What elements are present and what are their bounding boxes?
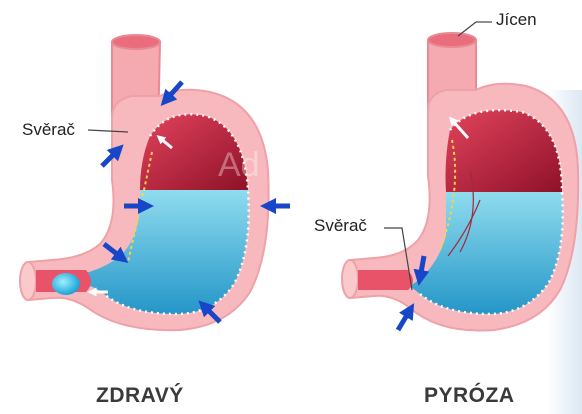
sphincter-label-left: Svěrač (22, 120, 75, 140)
pylorus-opening-right (342, 260, 358, 298)
relaxed-arrow-2 (398, 310, 410, 330)
duodenum-channel-right (358, 270, 413, 290)
esophagus-label: Jícen (496, 10, 537, 30)
esophagus-opening-right (428, 33, 476, 47)
caption-heartburn: PYRÓZA (424, 384, 515, 408)
pylorus-opening-left (20, 262, 36, 300)
esophagus-opening-left (112, 35, 160, 49)
heartburn-stomach (342, 22, 578, 331)
caption-healthy: ZDRAVÝ (96, 384, 184, 408)
watermark: Ad (218, 146, 260, 185)
bolus-left (52, 273, 80, 295)
sphincter-label-right: Svěrač (314, 216, 367, 236)
